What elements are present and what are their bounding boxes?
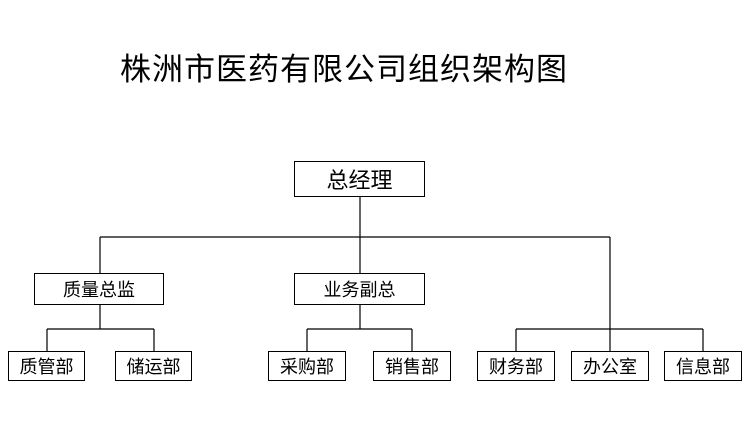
node-general-manager: 总经理 bbox=[294, 161, 425, 197]
node-business-vp: 业务副总 bbox=[294, 273, 425, 305]
node-quality-director: 质量总监 bbox=[34, 273, 164, 305]
node-dept-storage: 储运部 bbox=[115, 351, 192, 381]
node-dept-quality: 质管部 bbox=[8, 351, 85, 381]
node-dept-sales-label: 销售部 bbox=[385, 357, 439, 378]
node-dept-storage-label: 储运部 bbox=[126, 357, 181, 378]
node-dept-info-label: 信息部 bbox=[676, 357, 730, 378]
node-general-manager-label: 总经理 bbox=[326, 169, 393, 194]
chart-title: 株洲市医药有限公司组织架构图 bbox=[120, 52, 568, 88]
node-dept-quality-label: 质管部 bbox=[19, 357, 74, 378]
node-dept-office: 办公室 bbox=[571, 351, 649, 381]
node-dept-office-label: 办公室 bbox=[583, 357, 637, 378]
node-business-vp-label: 业务副总 bbox=[323, 280, 396, 301]
node-dept-finance: 财务部 bbox=[477, 351, 555, 381]
node-dept-purchase: 采购部 bbox=[268, 351, 346, 381]
node-dept-sales: 销售部 bbox=[373, 351, 451, 381]
node-dept-purchase-label: 采购部 bbox=[280, 357, 334, 378]
node-quality-director-label: 质量总监 bbox=[63, 280, 135, 301]
node-dept-info: 信息部 bbox=[664, 351, 742, 381]
node-dept-finance-label: 财务部 bbox=[489, 357, 543, 378]
